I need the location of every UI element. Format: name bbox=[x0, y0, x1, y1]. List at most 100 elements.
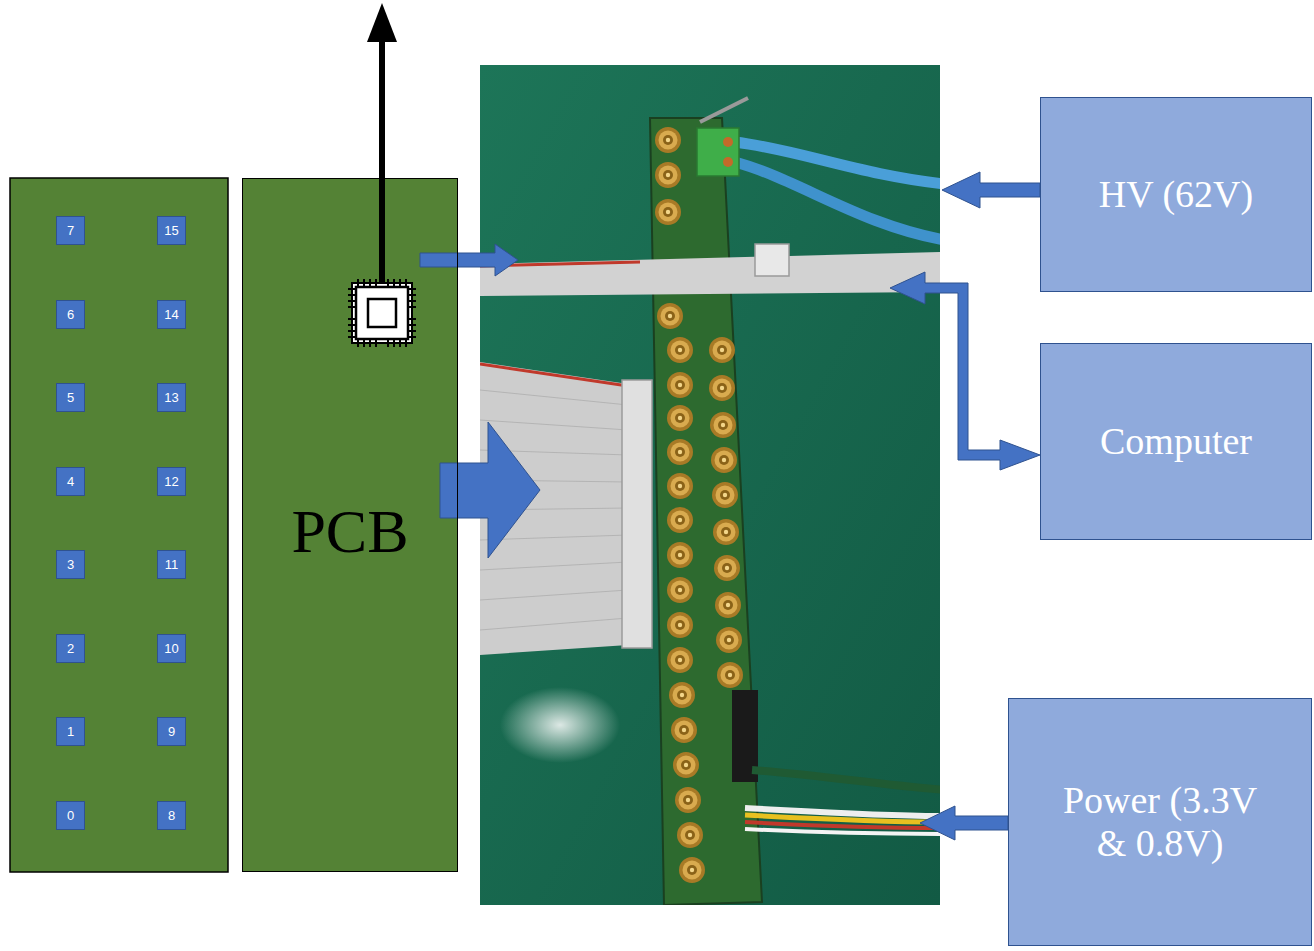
output-arrow-line bbox=[379, 40, 385, 285]
layout-use bbox=[655, 199, 681, 225]
node-text: 8 bbox=[168, 809, 175, 822]
channel-square: 12 bbox=[157, 467, 186, 496]
node-text: HV (62V) bbox=[1099, 173, 1253, 216]
power-wire bbox=[745, 822, 940, 828]
channel-square: 14 bbox=[157, 300, 186, 329]
power-wire bbox=[745, 815, 940, 822]
channel-square: 10 bbox=[157, 634, 186, 663]
channel-square: 5 bbox=[56, 383, 85, 412]
pcb-panel bbox=[242, 178, 458, 872]
power-arrow bbox=[920, 806, 1008, 840]
layout-line bbox=[480, 420, 628, 430]
sensor-panel bbox=[10, 178, 228, 872]
source-box: HV (62V) bbox=[1040, 97, 1312, 292]
layout-use bbox=[655, 127, 681, 153]
node-text: Power (3.3V & 0.8V) bbox=[1015, 779, 1305, 864]
hv-wire bbox=[735, 162, 940, 240]
node-text: 7 bbox=[67, 224, 74, 237]
layout-use bbox=[714, 555, 740, 581]
channel-square: 7 bbox=[56, 216, 85, 245]
pcb-panel-box: PCB bbox=[242, 178, 458, 872]
layout-g bbox=[348, 279, 416, 347]
light-reflection bbox=[500, 687, 620, 763]
node-text: PCB bbox=[291, 497, 408, 565]
layout-use bbox=[667, 507, 693, 533]
pcb-arrow bbox=[440, 422, 540, 558]
node-text: 14 bbox=[164, 308, 178, 321]
computer-arrow bbox=[890, 272, 1040, 470]
copper-wire bbox=[723, 137, 733, 147]
layout-line bbox=[480, 562, 628, 570]
channel-square: 0 bbox=[56, 801, 85, 830]
sma-connectors bbox=[655, 127, 743, 883]
ribbon-connector bbox=[755, 244, 789, 276]
layout-use bbox=[675, 787, 701, 813]
channel-square: 4 bbox=[56, 467, 85, 496]
layout-use bbox=[717, 662, 743, 688]
layout-use bbox=[667, 405, 693, 431]
layout-use bbox=[709, 337, 735, 363]
power-wire bbox=[752, 770, 940, 790]
layout-use bbox=[679, 857, 705, 883]
layout-use bbox=[667, 372, 693, 398]
terminal-block bbox=[697, 128, 739, 176]
layout-use bbox=[709, 375, 735, 401]
layout-use bbox=[667, 473, 693, 499]
chip-icon bbox=[348, 279, 416, 347]
layout-use bbox=[655, 162, 681, 188]
node-text: 13 bbox=[164, 391, 178, 404]
channel-square: 13 bbox=[157, 383, 186, 412]
layout-line bbox=[480, 590, 628, 600]
computer-box: Computer bbox=[1040, 343, 1312, 540]
layout-use bbox=[677, 822, 703, 848]
node-text: 4 bbox=[67, 475, 74, 488]
layout-use bbox=[667, 647, 693, 673]
hv-arrow bbox=[942, 172, 1040, 208]
node-text: 12 bbox=[164, 475, 178, 488]
channel-square: 1 bbox=[56, 717, 85, 746]
node-text: 6 bbox=[67, 308, 74, 321]
channel-square: 3 bbox=[56, 550, 85, 579]
node-text: 3 bbox=[67, 558, 74, 571]
layout-use bbox=[716, 627, 742, 653]
node-text: 15 bbox=[164, 224, 178, 237]
node-text: Computer bbox=[1100, 420, 1252, 463]
node-text: 0 bbox=[67, 809, 74, 822]
layout-use bbox=[715, 592, 741, 618]
channel-square: 11 bbox=[157, 550, 186, 579]
power-wire bbox=[745, 829, 940, 834]
channel-square: 9 bbox=[157, 717, 186, 746]
node-text: 11 bbox=[165, 558, 179, 571]
channel-square: 2 bbox=[56, 634, 85, 663]
layout-g bbox=[420, 172, 1040, 840]
power-box: Power (3.3V & 0.8V) bbox=[1008, 698, 1312, 946]
channel-square: 8 bbox=[157, 801, 186, 830]
ribbon-cable bbox=[480, 252, 940, 296]
layout-rect bbox=[352, 283, 412, 343]
layout-use bbox=[671, 717, 697, 743]
node-text: 5 bbox=[67, 391, 74, 404]
layout-line bbox=[480, 618, 628, 630]
ribbon-stripe bbox=[480, 364, 628, 386]
output-arrow-head bbox=[367, 3, 397, 42]
channel-square: 15 bbox=[157, 216, 186, 245]
layout-use bbox=[712, 482, 738, 508]
layout-use bbox=[713, 519, 739, 545]
layout-use bbox=[673, 752, 699, 778]
layout-use bbox=[711, 447, 737, 473]
layout-use bbox=[667, 439, 693, 465]
layout-use bbox=[667, 542, 693, 568]
node-text: 1 bbox=[67, 725, 74, 738]
layout-rect bbox=[356, 287, 408, 339]
layout-use bbox=[667, 337, 693, 363]
layout-use bbox=[667, 577, 693, 603]
layout-use bbox=[710, 412, 736, 438]
node-text: 9 bbox=[168, 725, 175, 738]
board-photo bbox=[480, 65, 940, 905]
channel-square: 6 bbox=[56, 300, 85, 329]
chip-arrow bbox=[420, 244, 518, 276]
layout-use bbox=[657, 303, 683, 329]
copper-wire bbox=[723, 157, 733, 167]
metal-pin bbox=[700, 98, 748, 122]
